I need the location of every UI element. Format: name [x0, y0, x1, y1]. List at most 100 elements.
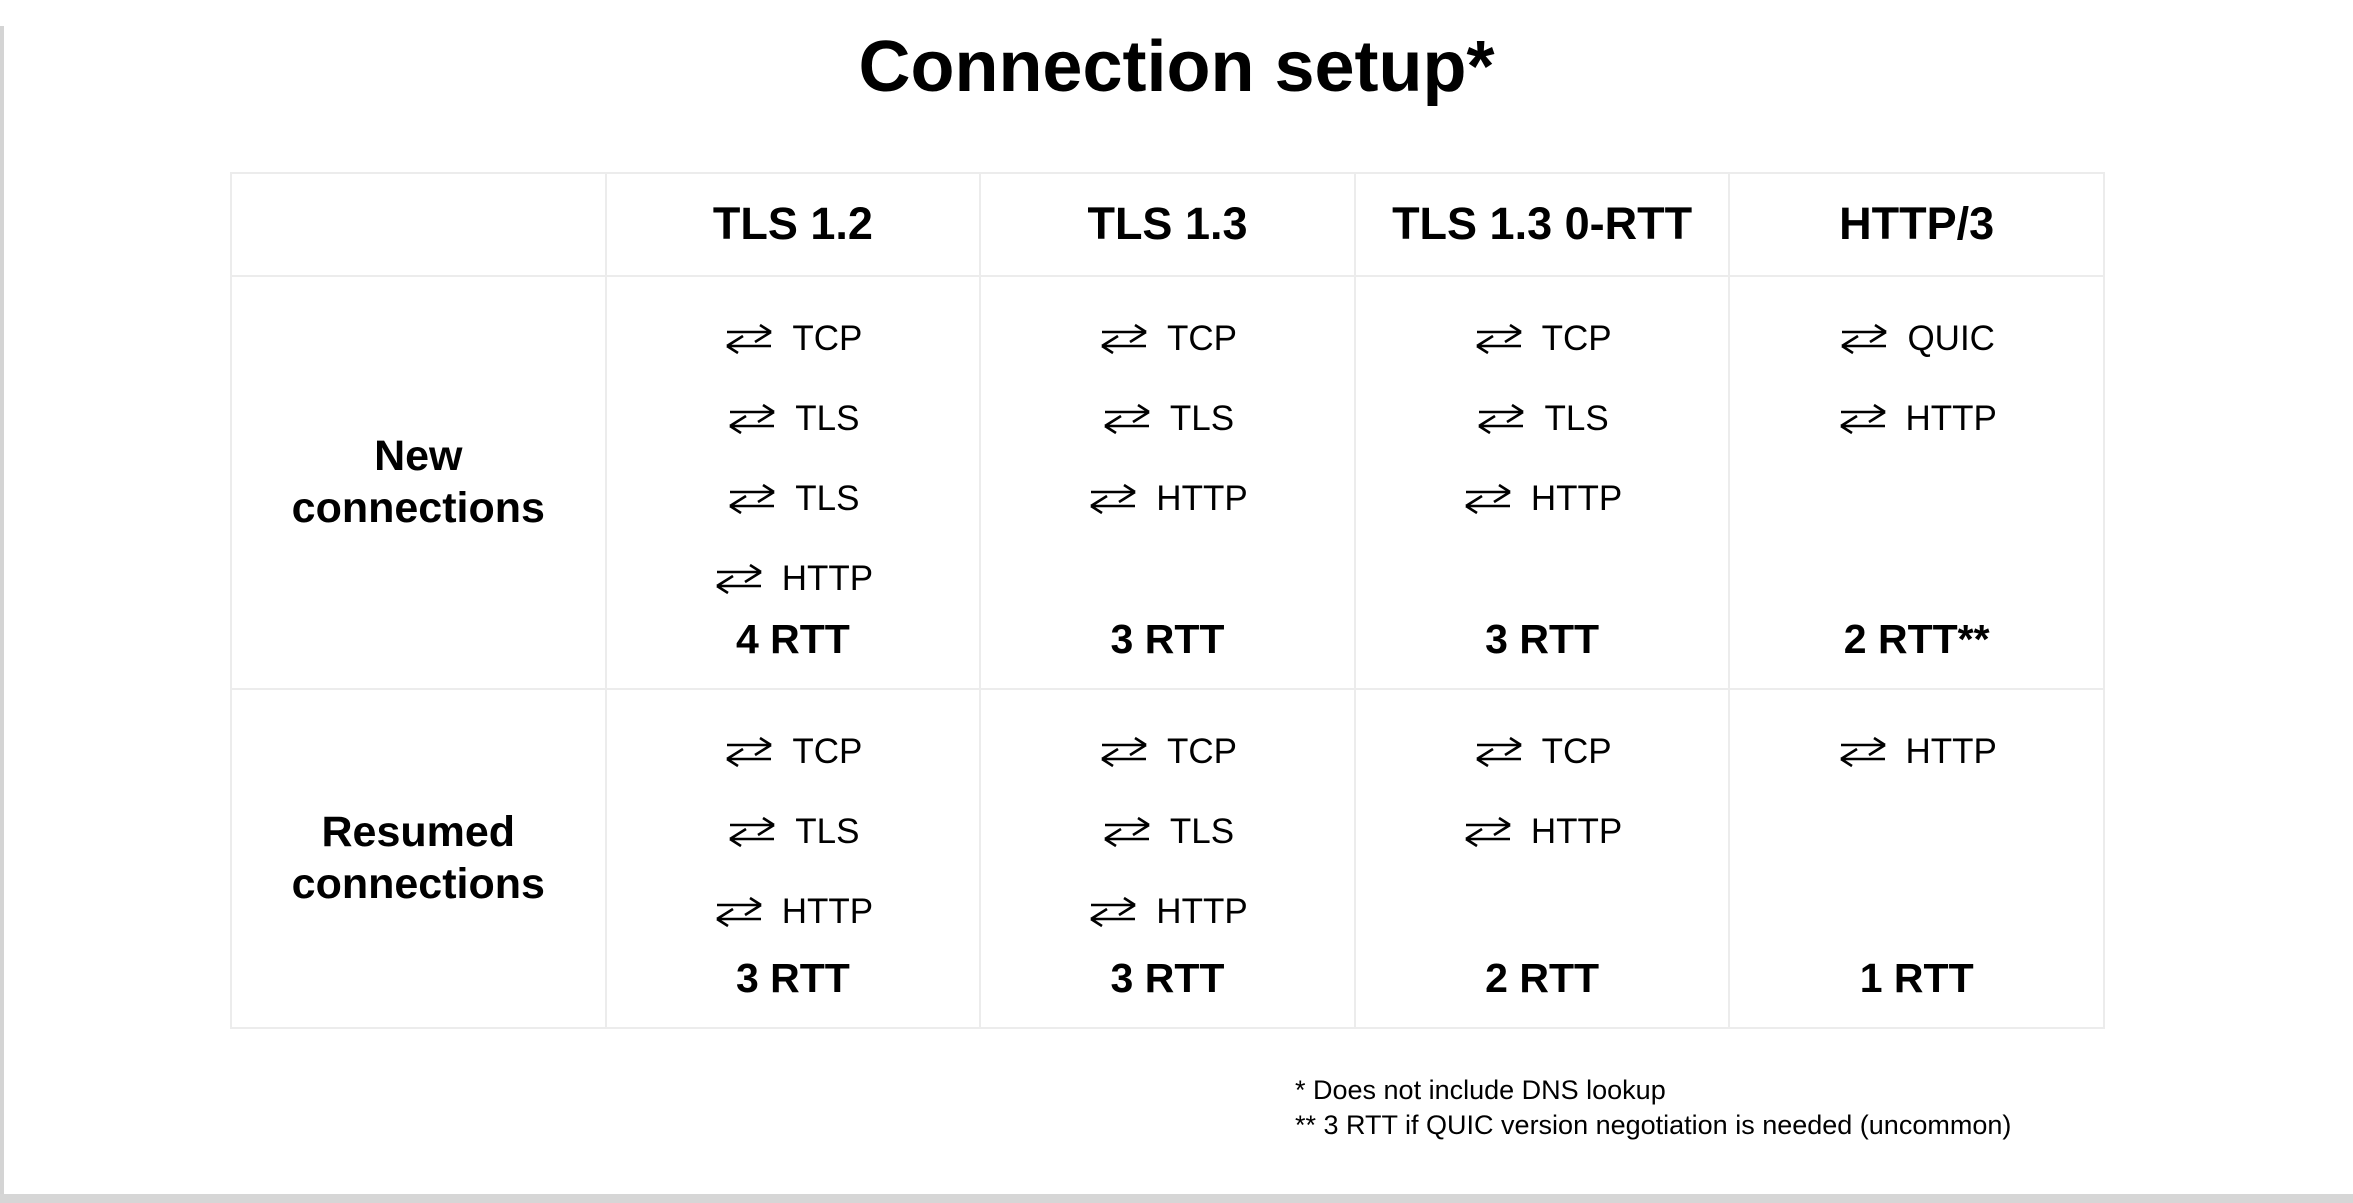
row-header-label: Resumed connections	[291, 807, 545, 909]
roundtrip-arrows-icon	[1462, 816, 1514, 848]
roundtrip-arrows-icon	[1837, 403, 1889, 435]
handshake-step: TLS	[1101, 812, 1234, 852]
rtt-total: 3 RTT	[735, 954, 850, 1001]
cell-resumed-tls12: TCP TLS HTTP 3 RTT	[606, 689, 982, 1029]
cell-resumed-tls13-0rtt: TCP HTTP 2 RTT	[1355, 689, 1731, 1029]
protocol-label: TCP	[1166, 731, 1237, 771]
roundtrip-arrows-icon	[1101, 403, 1153, 435]
roundtrip-arrows-icon	[1462, 483, 1514, 515]
protocol-label: TLS	[1544, 398, 1609, 438]
protocol-label: HTTP	[1905, 731, 1997, 771]
handshake-step: HTTP	[1087, 478, 1248, 519]
protocol-label: HTTP	[1530, 478, 1623, 518]
roundtrip-arrows-icon	[726, 816, 778, 848]
rtt-total: 3 RTT	[1110, 954, 1225, 1001]
cell-new-tls13-0rtt: TCP TLS HTTP 3 RTT	[1355, 276, 1731, 690]
protocol-label: TCP	[1541, 731, 1612, 771]
row-header-resumed-connections: Resumed connections	[232, 689, 607, 1029]
handshake-steps: TCP HTTP	[1356, 690, 1729, 852]
protocol-label: TLS	[1169, 398, 1235, 438]
page-title: Connection setup*	[858, 27, 1495, 107]
protocol-label: HTTP	[1156, 891, 1248, 931]
roundtrip-arrows-icon	[723, 323, 775, 355]
cell-new-tls12: TCP TLS TLS HTTP 4 RTT	[606, 276, 982, 690]
protocol-label: HTTP	[781, 891, 874, 931]
cell-new-tls13: TCP TLS HTTP 3 RTT	[981, 276, 1356, 690]
roundtrip-arrows-icon	[1473, 736, 1525, 768]
handshake-steps: TCP TLS HTTP	[607, 690, 980, 932]
rtt-total: 3 RTT	[1485, 615, 1600, 662]
handshake-step: TLS	[726, 812, 859, 852]
handshake-step: HTTP	[1837, 399, 1997, 439]
handshake-step: TCP	[723, 732, 862, 772]
roundtrip-arrows-icon	[1101, 816, 1153, 848]
handshake-steps: TCP TLS HTTP	[1356, 277, 1729, 519]
protocol-label: TLS	[795, 478, 860, 518]
protocol-label: TCP	[1166, 318, 1237, 358]
roundtrip-arrows-icon	[723, 736, 775, 768]
column-header-tls12: TLS 1.2	[606, 173, 982, 277]
protocol-label: HTTP	[1530, 811, 1623, 851]
handshake-step: TCP	[1473, 319, 1612, 359]
handshake-step: HTTP	[713, 892, 873, 932]
handshake-step: TCP	[1098, 319, 1237, 359]
rtt-total: 2 RTT	[1485, 954, 1600, 1001]
roundtrip-arrows-icon	[1087, 896, 1139, 928]
column-header-tls13: TLS 1.3	[981, 173, 1356, 277]
protocol-label: QUIC	[1907, 318, 1995, 358]
cell-resumed-tls13: TCP TLS HTTP 3 RTT	[981, 689, 1356, 1029]
slide-bottom-edge	[0, 1194, 2353, 1203]
row-header-new-connections: New connections	[232, 276, 607, 690]
rtt-total: 1 RTT	[1859, 954, 1974, 1001]
column-header-http3: HTTP/3	[1730, 173, 2105, 277]
footnote-line: * Does not include DNS lookup	[1295, 1074, 1666, 1105]
roundtrip-arrows-icon	[1837, 736, 1889, 768]
roundtrip-arrows-icon	[1475, 403, 1527, 435]
handshake-step: TLS	[1101, 399, 1234, 439]
protocol-label: TLS	[795, 811, 860, 851]
protocol-label: HTTP	[1905, 398, 1997, 438]
rtt-total: 2 RTT**	[1843, 615, 1990, 662]
roundtrip-arrows-icon	[1838, 323, 1890, 355]
protocol-label: TCP	[1541, 318, 1612, 358]
footnote-line: ** 3 RTT if QUIC version negotiation is …	[1295, 1109, 2012, 1140]
rtt-total: 4 RTT	[735, 615, 850, 662]
handshake-step: HTTP	[1087, 891, 1248, 932]
cell-resumed-http3: HTTP 1 RTT	[1730, 689, 2105, 1029]
comparison-table: TLS 1.2 TLS 1.3 TLS 1.3 0-RTT HTTP/3 New…	[230, 171, 2105, 1029]
roundtrip-arrows-icon	[1098, 736, 1150, 768]
corner-cell	[232, 173, 607, 277]
protocol-label: TLS	[795, 398, 860, 438]
handshake-step: TLS	[1475, 398, 1609, 439]
protocol-label: TCP	[792, 318, 863, 358]
slide: Connection setup* TLS 1.2 TLS 1.3 TLS 1.…	[0, 26, 2353, 1203]
row-header-label: New connections	[291, 431, 545, 533]
footnotes: * Does not include DNS lookup ** 3 RTT i…	[1295, 1073, 2353, 1143]
handshake-step: TCP	[1473, 732, 1612, 772]
handshake-steps: QUIC HTTP	[1730, 277, 2103, 439]
column-header-tls13-0rtt: TLS 1.3 0-RTT	[1355, 173, 1731, 277]
handshake-steps: TCP TLS TLS HTTP	[607, 277, 980, 599]
roundtrip-arrows-icon	[713, 896, 765, 928]
roundtrip-arrows-icon	[1473, 323, 1525, 355]
handshake-step: TLS	[726, 399, 859, 439]
handshake-step: HTTP	[1462, 479, 1622, 519]
protocol-label: TLS	[1169, 811, 1235, 851]
handshake-steps: TCP TLS HTTP	[981, 690, 1354, 932]
roundtrip-arrows-icon	[1087, 483, 1139, 515]
handshake-steps: HTTP	[1730, 690, 2103, 772]
roundtrip-arrows-icon	[726, 483, 778, 515]
handshake-steps: TCP TLS HTTP	[981, 277, 1354, 519]
rtt-total: 3 RTT	[1110, 615, 1225, 662]
handshake-step: HTTP	[1462, 812, 1622, 852]
roundtrip-arrows-icon	[1098, 323, 1150, 355]
slide-left-edge	[0, 26, 4, 1203]
handshake-step: TLS	[726, 479, 859, 519]
roundtrip-arrows-icon	[713, 563, 765, 595]
protocol-label: TCP	[792, 731, 863, 771]
protocol-label: HTTP	[1156, 478, 1248, 518]
roundtrip-arrows-icon	[726, 403, 778, 435]
handshake-step: HTTP	[1837, 732, 1997, 772]
handshake-step: TCP	[723, 319, 862, 359]
cell-new-http3: QUIC HTTP 2 RTT**	[1730, 276, 2105, 690]
